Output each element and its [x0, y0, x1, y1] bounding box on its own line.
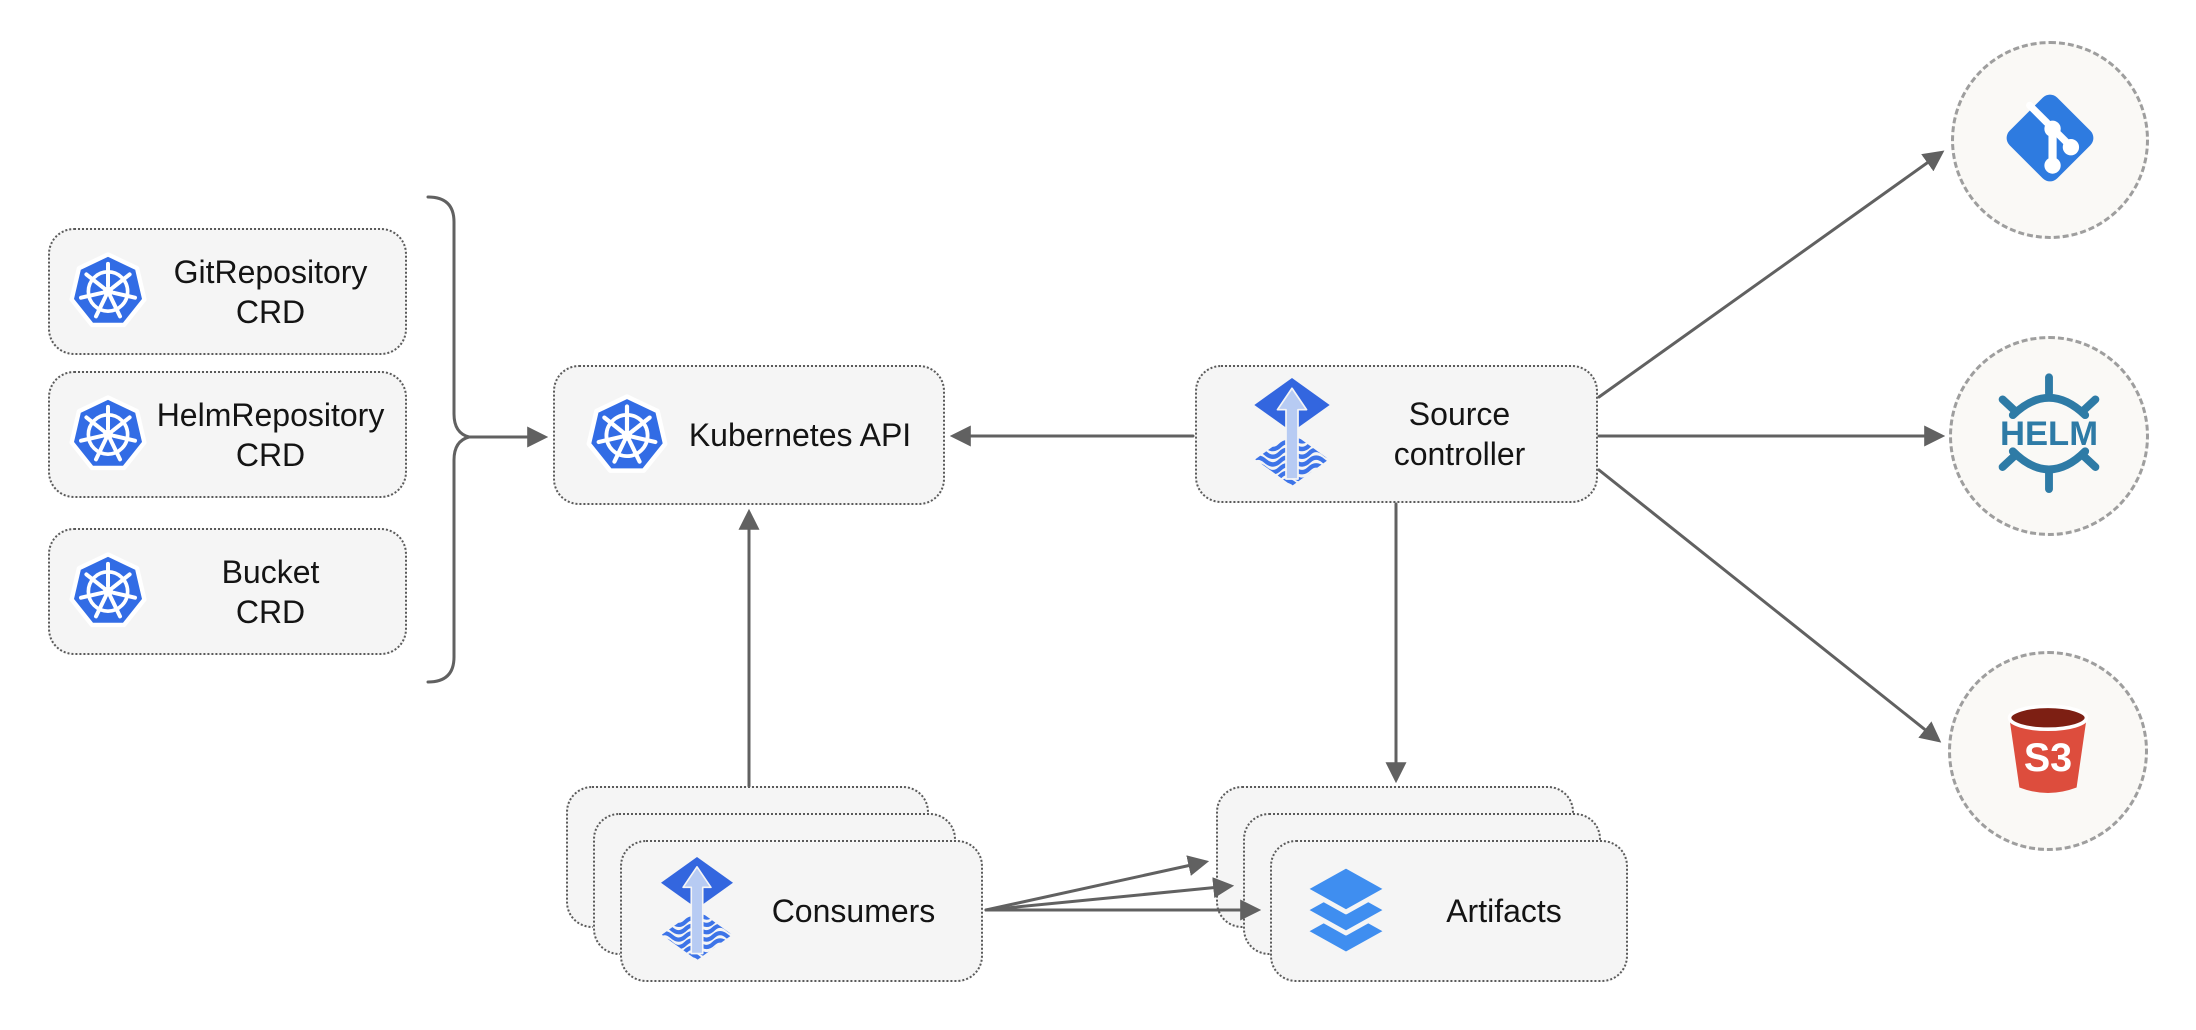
label-line: Artifacts: [1446, 893, 1562, 929]
crd-group-brace: [426, 195, 471, 684]
label-line: controller: [1393, 436, 1526, 472]
node-consumers: Consumers: [620, 840, 983, 982]
git-repository-endpoint: [1951, 41, 2149, 239]
node-kubernetes-api: Kubernetes API: [553, 365, 945, 505]
node-gitrepository-crd: GitRepository CRD: [48, 228, 407, 355]
label-line: CRD: [235, 436, 306, 473]
node-source-controller: Source controller: [1195, 365, 1598, 503]
node-label: Bucket CRD: [148, 552, 405, 632]
node-artifacts: Artifacts: [1270, 840, 1628, 982]
label-line: CRD: [235, 293, 306, 330]
node-label: GitRepository CRD: [148, 252, 405, 332]
s3-bucket-endpoint: S3: [1948, 651, 2148, 851]
node-label: HelmRepository CRD: [148, 395, 405, 475]
kubernetes-icon: [68, 550, 148, 633]
kubernetes-icon: [68, 393, 148, 476]
node-label: Artifacts: [1394, 891, 1626, 931]
edge-source-controller-to-git: [1597, 150, 1945, 399]
label-line: CRD: [235, 593, 306, 630]
kubernetes-icon: [585, 392, 669, 479]
git-icon: [1999, 87, 2101, 194]
edge-source-controller-to-s3: [1597, 468, 1942, 743]
helm-logo-text: HELM: [2000, 415, 2098, 453]
edge-consumers-to-artifacts-middle: [984, 877, 1235, 912]
flux-icon: [1249, 378, 1335, 491]
s3-logo-text: S3: [2024, 735, 2072, 779]
kubernetes-icon: [68, 250, 148, 333]
label-line: Source: [1408, 396, 1511, 432]
node-label: Source controller: [1335, 394, 1596, 474]
edge-consumers-to-artifacts-back: [984, 855, 1210, 912]
label-line: GitRepository: [173, 253, 368, 290]
label-line: HelmRepository: [156, 396, 385, 433]
layers-icon: [1298, 863, 1394, 959]
label-line: Consumers: [771, 893, 936, 929]
s3-icon: S3: [1996, 697, 2100, 806]
helm-icon: HELM: [1990, 371, 2108, 502]
node-bucket-crd: Bucket CRD: [48, 528, 407, 655]
helm-repository-endpoint: HELM: [1949, 336, 2149, 536]
node-label: Consumers: [738, 891, 981, 931]
label-line: Bucket: [221, 553, 320, 590]
node-label: Kubernetes API: [669, 415, 943, 455]
label-line: Kubernetes API: [688, 417, 912, 453]
node-helmrepository-crd: HelmRepository CRD: [48, 371, 407, 498]
flux-icon: [656, 857, 738, 965]
